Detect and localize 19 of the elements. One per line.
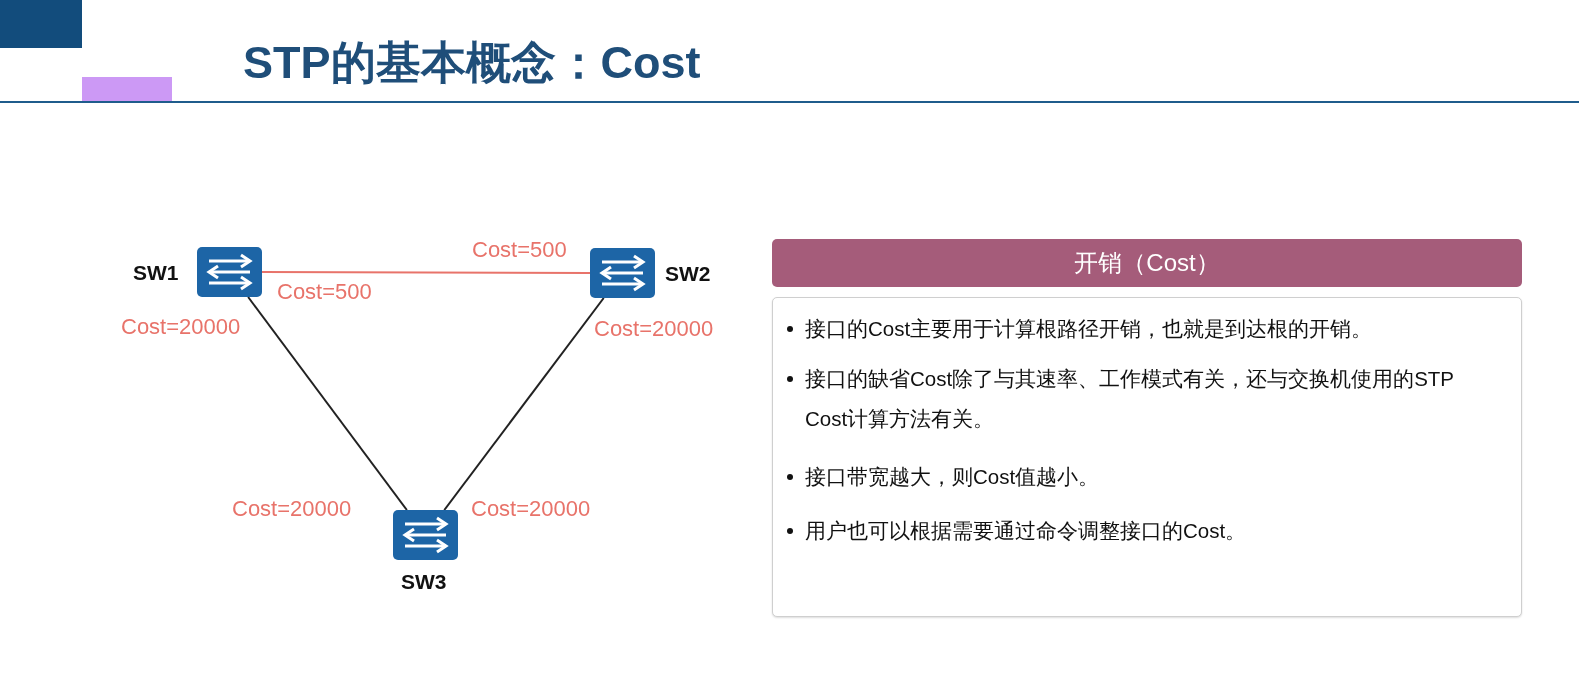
link-line bbox=[443, 297, 605, 511]
cost-label: Cost=500 bbox=[277, 281, 372, 303]
cost-label: Cost=500 bbox=[472, 239, 567, 261]
panel-header: 开销（Cost） bbox=[772, 239, 1522, 287]
cost-label: Cost=20000 bbox=[121, 316, 241, 338]
switch-label: SW3 bbox=[401, 570, 447, 594]
bullet-text: 接口带宽越大，则Cost值越小。 bbox=[805, 464, 1101, 490]
cost-label: Cost=20000 bbox=[594, 318, 714, 340]
switch-label: SW1 bbox=[133, 261, 179, 285]
bullet-text: 用户也可以根据需要通过命令调整接口的Cost。 bbox=[805, 518, 1248, 544]
link-line bbox=[247, 296, 408, 511]
title: STP的基本概念：Cost bbox=[243, 36, 701, 90]
link-line bbox=[261, 271, 591, 274]
text-panel bbox=[772, 297, 1522, 617]
bullet-text: 接口的Cost主要用于计算根路径开销，也就是到达根的开销。 bbox=[805, 316, 1374, 342]
switch-label: SW2 bbox=[665, 262, 711, 286]
cost-label: Cost=20000 bbox=[232, 498, 352, 520]
bullet-text: 接口的缺省Cost除了与其速率、工作模式有关，还与交换机使用的STP Cost计算方法有关。 bbox=[805, 366, 1455, 432]
cost-label: Cost=20000 bbox=[471, 498, 591, 520]
